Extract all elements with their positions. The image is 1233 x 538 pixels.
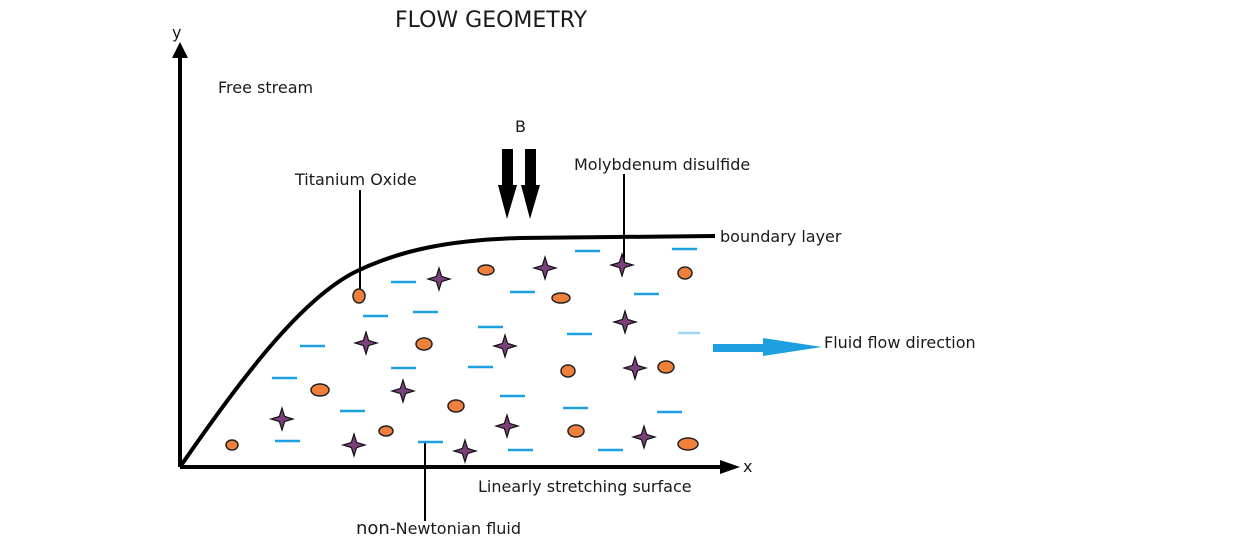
x-axis-arrowhead xyxy=(720,460,740,474)
diagram-title: FLOW GEOMETRY xyxy=(395,8,588,33)
titanium-oxide-particle xyxy=(352,288,366,304)
molybdenum-disulfide-particle xyxy=(389,377,417,405)
titanium-oxide-particle xyxy=(677,266,693,280)
molybdenum-disulfide-particle xyxy=(493,412,521,440)
molybdenum-disulfide-particle xyxy=(340,431,368,459)
titanium-oxide-particle xyxy=(310,383,330,397)
fluid-particles xyxy=(225,247,700,465)
titanium-oxide-label: Titanium Oxide xyxy=(294,170,417,189)
titanium-oxide-particle xyxy=(477,264,495,276)
fluid-flow-direction-label: Fluid flow direction xyxy=(824,333,976,352)
molybdenum-disulfide-particle xyxy=(268,405,296,433)
boundary-layer-curve xyxy=(178,234,716,469)
molybdenum-disulfide-label: Molybdenum disulfide xyxy=(574,155,750,174)
titanium-oxide-particle xyxy=(551,292,571,304)
titanium-oxide-particle xyxy=(567,424,585,438)
non-newtonian-fluid-label: non-Newtonian fluid xyxy=(356,518,521,538)
x-axis-label: x xyxy=(743,457,752,476)
magnetic-field-arrows-icon xyxy=(498,149,540,219)
molybdenum-disulfide-particle xyxy=(451,437,479,465)
y-axis-arrowhead xyxy=(172,42,188,58)
molybdenum-disulfide-particle xyxy=(425,265,453,293)
molybdenum-disulfide-particle xyxy=(491,332,519,360)
titanium-oxide-particle xyxy=(657,360,675,374)
titanium-oxide-particle xyxy=(378,425,394,437)
titanium-oxide-particle xyxy=(677,437,699,451)
molybdenum-disulfide-particle xyxy=(611,308,639,336)
molybdenum-disulfide-particle xyxy=(531,254,559,282)
molybdenum-disulfide-particle xyxy=(630,423,658,451)
titanium-oxide-particle xyxy=(225,439,239,451)
molybdenum-disulfide-particle xyxy=(621,354,649,382)
magnetic-field-label: B xyxy=(515,117,526,136)
y-axis-label: y xyxy=(172,23,181,42)
titanium-oxide-particle xyxy=(447,399,465,413)
molybdenum-disulfide-particle xyxy=(608,251,636,279)
stretching-surface-label: Linearly stretching surface xyxy=(478,477,692,496)
non-newtonian-prefix: non xyxy=(356,518,390,538)
non-newtonian-rest: -Newtonian fluid xyxy=(390,519,521,538)
titanium-oxide-particle xyxy=(560,364,576,378)
boundary-layer-label: boundary layer xyxy=(720,227,842,246)
free-stream-label: Free stream xyxy=(218,78,313,97)
molybdenum-disulfide-particle xyxy=(352,329,380,357)
fluid-flow-arrow-icon xyxy=(713,338,822,356)
titanium-oxide-particle xyxy=(415,337,433,351)
